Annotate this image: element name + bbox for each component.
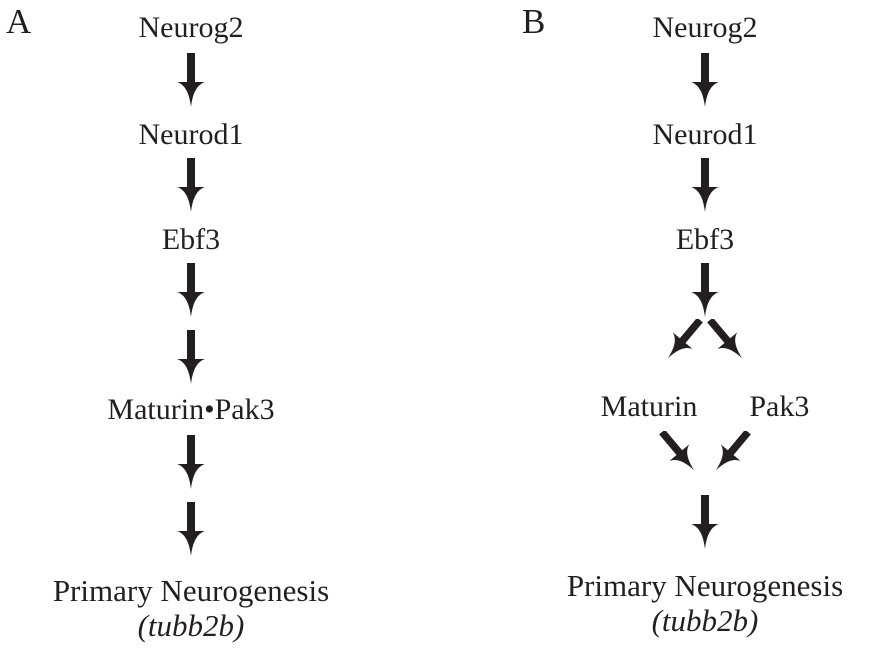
down-arrow-icon — [177, 330, 205, 384]
down-arrow-icon — [177, 53, 205, 107]
outcome-title: Primary Neurogenesis — [566, 568, 844, 603]
outcome-gene: (tubb2b) — [137, 608, 245, 643]
down-arrow-icon — [691, 495, 719, 549]
panel-b: Neurog2 Neurod1 Ebf3 Maturin Pak3 Primar… — [506, 0, 874, 638]
converge-right-arrow-icon — [705, 431, 758, 479]
converge-left-arrow-icon — [652, 431, 705, 479]
node-neurog2: Neurog2 — [138, 11, 244, 44]
down-arrow-icon — [177, 158, 205, 212]
node-ebf3: Ebf3 — [675, 223, 735, 256]
panel-a-label: A — [6, 2, 32, 41]
node-neurod1: Neurod1 — [652, 118, 758, 151]
down-arrow-icon — [177, 502, 205, 556]
down-arrow-icon — [177, 263, 205, 317]
node-neurod1: Neurod1 — [138, 118, 244, 151]
panel-a: Neurog2 Neurod1 Ebf3 Maturin•Pak3 Primar… — [0, 0, 382, 643]
converge-arrows-icon — [652, 431, 758, 479]
down-arrow-icon — [691, 53, 719, 107]
node-maturin-pak3-complex: Maturin•Pak3 — [107, 393, 275, 426]
down-arrow-icon — [691, 158, 719, 212]
branch-row: Maturin Pak3 — [601, 389, 810, 424]
node-pak3: Pak3 — [749, 390, 810, 423]
node-maturin: Maturin — [600, 390, 698, 423]
diverge-left-arrow-icon — [657, 319, 710, 367]
node-ebf3: Ebf3 — [161, 223, 221, 256]
outcome-title: Primary Neurogenesis — [52, 573, 330, 608]
down-arrow-icon — [691, 263, 719, 317]
diverge-right-arrow-icon — [700, 319, 753, 367]
node-neurog2: Neurog2 — [652, 11, 758, 44]
down-arrow-icon — [177, 435, 205, 489]
outcome-gene: (tubb2b) — [651, 603, 759, 638]
diverge-arrows-icon — [657, 319, 753, 367]
panel-b-label: B — [522, 2, 546, 41]
